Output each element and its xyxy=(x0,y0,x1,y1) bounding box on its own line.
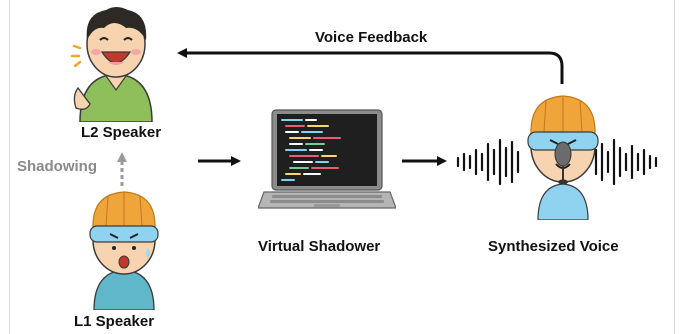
laptop-code-icon xyxy=(258,109,396,209)
voice-feedback-label: Voice Feedback xyxy=(315,29,428,46)
left-frame-line xyxy=(9,0,10,334)
worried-headset-person-icon xyxy=(89,191,159,310)
virtual-shadower-label: Virtual Shadower xyxy=(258,238,381,255)
l1-speaker-label: L1 Speaker xyxy=(74,313,155,330)
laughing-man-icon xyxy=(70,7,153,122)
synthesized-voice-label: Synthesized Voice xyxy=(488,238,619,255)
voice-feedback-arrow xyxy=(177,48,564,84)
headset-microphone-person-icon xyxy=(527,95,599,220)
right-frame-line xyxy=(674,0,675,334)
audio-waveform-icon xyxy=(456,138,658,186)
shadowing-label: Shadowing xyxy=(17,158,97,175)
l2-speaker-label: L2 Speaker xyxy=(81,124,162,141)
